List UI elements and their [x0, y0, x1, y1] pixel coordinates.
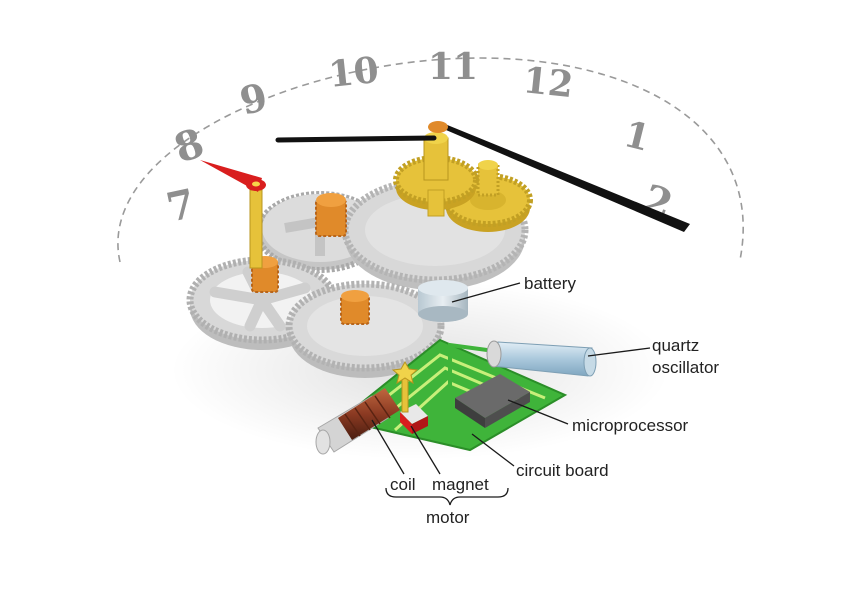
- second-hand: [200, 160, 266, 269]
- microprocessor-chip: [455, 374, 530, 428]
- label-magnet: magnet: [432, 475, 489, 494]
- label-quartz-line2: oscillator: [652, 358, 720, 377]
- label-battery: battery: [524, 274, 576, 293]
- pinion-orange-front: [340, 290, 370, 325]
- motor-brace: [385, 487, 509, 506]
- numeral-8: 8: [169, 119, 210, 172]
- numeral-11: 11: [428, 46, 478, 88]
- pinion-orange-back: [315, 193, 347, 237]
- numeral-12: 12: [521, 59, 575, 106]
- label-motor: motor: [426, 508, 470, 527]
- minute-and-hour-hands: [275, 121, 690, 232]
- gear-brass-large: [393, 132, 479, 217]
- motor-pinion: [391, 360, 419, 413]
- label-circuit-board: circuit board: [516, 461, 609, 480]
- motor-coil: [315, 388, 400, 455]
- dial-numerals: 7 8 9 10 11 12 1 2: [162, 46, 679, 232]
- label-quartz-line1: quartz: [652, 336, 700, 355]
- numeral-7: 7: [162, 180, 199, 232]
- dial-outline: [117, 57, 744, 263]
- minute-hand: [275, 135, 437, 143]
- label-coil: coil: [390, 475, 416, 494]
- gear-front: [285, 280, 445, 378]
- quartz-oscillator: [448, 340, 597, 395]
- label-microprocessor: microprocessor: [572, 416, 689, 435]
- numeral-1: 1: [620, 113, 654, 160]
- leader-lines: [371, 282, 651, 475]
- hour-hand: [432, 122, 690, 232]
- numeral-10: 10: [327, 49, 381, 96]
- battery: [418, 280, 468, 322]
- numeral-9: 9: [235, 74, 272, 124]
